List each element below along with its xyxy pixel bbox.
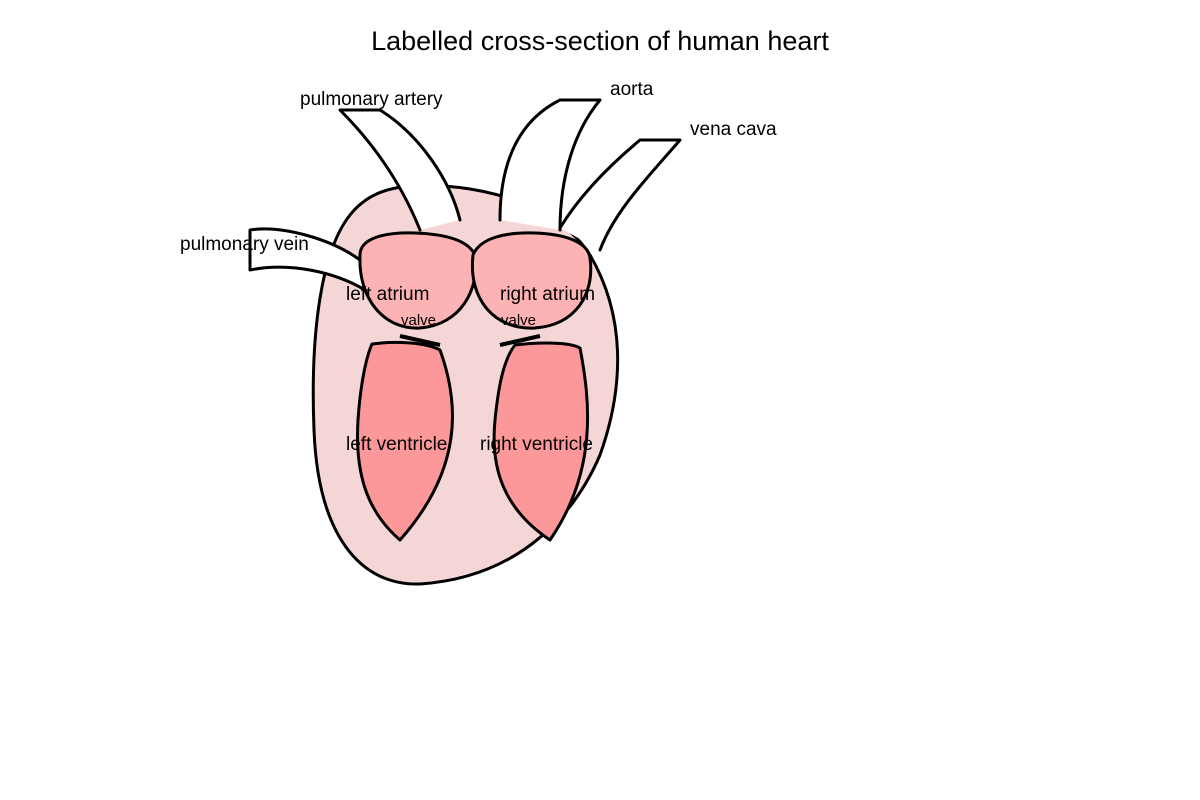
label-right-atrium: right atrium (500, 284, 595, 305)
label-vena-cava: vena cava (690, 119, 777, 140)
label-left-atrium: left atrium (346, 284, 429, 305)
right-atrium-chamber (470, 231, 593, 330)
label-aorta: aorta (610, 79, 654, 100)
left-ventricle-chamber (356, 340, 454, 542)
aorta-vessel (498, 98, 602, 232)
label-left-valve: valve (401, 312, 436, 329)
right-ventricle-chamber (492, 341, 590, 542)
diagram-title: Labelled cross-section of human heart (371, 26, 829, 56)
label-pulmonary-artery: pulmonary artery (300, 89, 443, 110)
pulmonary-vein-vessel (248, 227, 367, 292)
label-right-ventricle: right ventricle (480, 434, 593, 455)
vena-cava-vessel (558, 138, 682, 252)
right-valve-line (499, 334, 541, 347)
label-left-ventricle: left ventricle (346, 434, 447, 455)
pulmonary-artery-vessel (338, 108, 462, 232)
label-right-valve: valve (501, 312, 536, 329)
left-valve-line (399, 334, 441, 347)
label-pulmonary-vein: pulmonary vein (180, 234, 309, 255)
